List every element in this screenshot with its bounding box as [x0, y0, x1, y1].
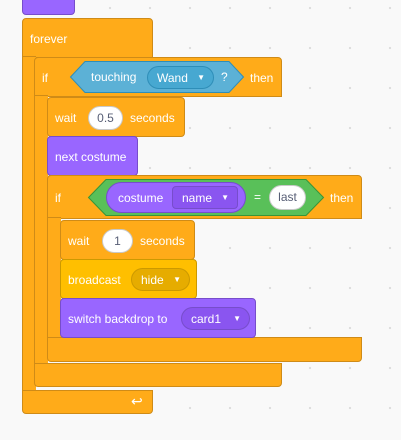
wait-block-2[interactable]: wait 1 seconds — [60, 220, 195, 260]
wait-block-1[interactable]: wait 0.5 seconds — [47, 97, 185, 137]
equals-operator: = — [254, 190, 262, 204]
broadcast-label: broadcast — [68, 273, 121, 287]
backdrop-value: card1 — [191, 312, 222, 326]
costume-label: costume — [118, 191, 164, 205]
dropdown-arrow-icon: ▼ — [173, 275, 181, 284]
touching-condition[interactable]: touching Wand ▼ ? — [69, 61, 245, 93]
forever-top-bar[interactable]: forever — [22, 18, 153, 58]
switch-backdrop-label: switch backdrop to — [68, 312, 168, 326]
wait-seconds-input[interactable]: 0.5 — [88, 106, 123, 130]
seconds-label: seconds — [130, 111, 175, 125]
costume-property-value: name — [182, 191, 213, 205]
show-label: show — [29, 0, 57, 1]
next-costume-block[interactable]: next costume — [47, 136, 138, 176]
forever-bottom-bar — [22, 390, 153, 414]
broadcast-block[interactable]: broadcast hide ▼ — [60, 259, 197, 299]
question-mark: ? — [221, 70, 228, 84]
equals-condition[interactable]: costume name ▼ = last — [87, 179, 325, 216]
broadcast-message-value: hide — [141, 273, 164, 287]
if2-bottom-bar — [47, 337, 362, 362]
wait-seconds-input[interactable]: 1 — [102, 229, 133, 253]
if-bottom-bar — [34, 363, 282, 387]
costume-reporter[interactable]: costume name ▼ — [106, 182, 246, 213]
then-label: then — [250, 71, 274, 85]
touching-target-dropdown[interactable]: Wand ▼ — [147, 66, 214, 89]
if2-label: if — [55, 191, 61, 205]
dropdown-arrow-icon: ▼ — [221, 193, 229, 202]
wait-label: wait — [55, 111, 77, 125]
compare-value-input[interactable]: last — [269, 185, 306, 210]
wait-label: wait — [68, 234, 90, 248]
seconds-label: seconds — [140, 234, 185, 248]
dropdown-arrow-icon: ▼ — [197, 73, 205, 82]
backdrop-dropdown[interactable]: card1 ▼ — [181, 307, 250, 330]
then2-label: then — [330, 191, 354, 205]
repeat-arrow-icon: ↩ — [131, 393, 143, 409]
forever-label: forever — [30, 32, 68, 46]
next-costume-label: next costume — [55, 150, 127, 164]
show-block[interactable]: show — [22, 0, 75, 15]
dropdown-arrow-icon: ▼ — [233, 314, 241, 323]
if-label: if — [42, 71, 48, 85]
costume-property-dropdown[interactable]: name ▼ — [172, 186, 238, 209]
touching-target-value: Wand — [157, 71, 188, 85]
broadcast-message-dropdown[interactable]: hide ▼ — [131, 268, 190, 291]
switch-backdrop-block[interactable]: switch backdrop to card1 ▼ — [60, 298, 256, 338]
if2-arm — [47, 217, 61, 344]
if-arm — [34, 95, 48, 370]
touching-label: touching — [91, 70, 137, 84]
